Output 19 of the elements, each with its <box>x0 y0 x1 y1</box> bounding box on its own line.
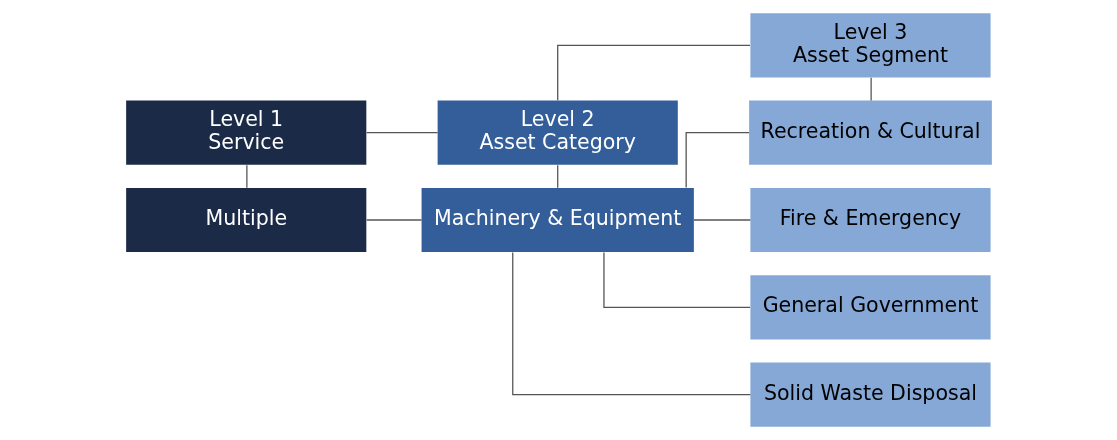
node-box: General Government <box>749 275 991 340</box>
connector <box>365 219 422 221</box>
connector <box>870 77 872 102</box>
node-box: Level 1 Service <box>125 100 366 165</box>
node-box: Level 2 Asset Category <box>437 100 678 165</box>
connector <box>602 251 751 308</box>
connector <box>511 251 751 396</box>
connector <box>556 164 558 189</box>
node-box: Multiple <box>125 187 366 253</box>
node-box: Level 3 Asset Segment <box>749 13 991 78</box>
node-box: Fire & Emergency <box>749 187 991 253</box>
connector <box>245 164 247 189</box>
connector <box>692 219 751 221</box>
node-box: Machinery & Equipment <box>421 187 694 253</box>
connector <box>556 44 751 101</box>
node-box: Recreation & Cultural <box>748 100 992 165</box>
connector <box>685 132 750 189</box>
node-box: Solid Waste Disposal <box>749 362 991 427</box>
connector <box>365 132 438 134</box>
